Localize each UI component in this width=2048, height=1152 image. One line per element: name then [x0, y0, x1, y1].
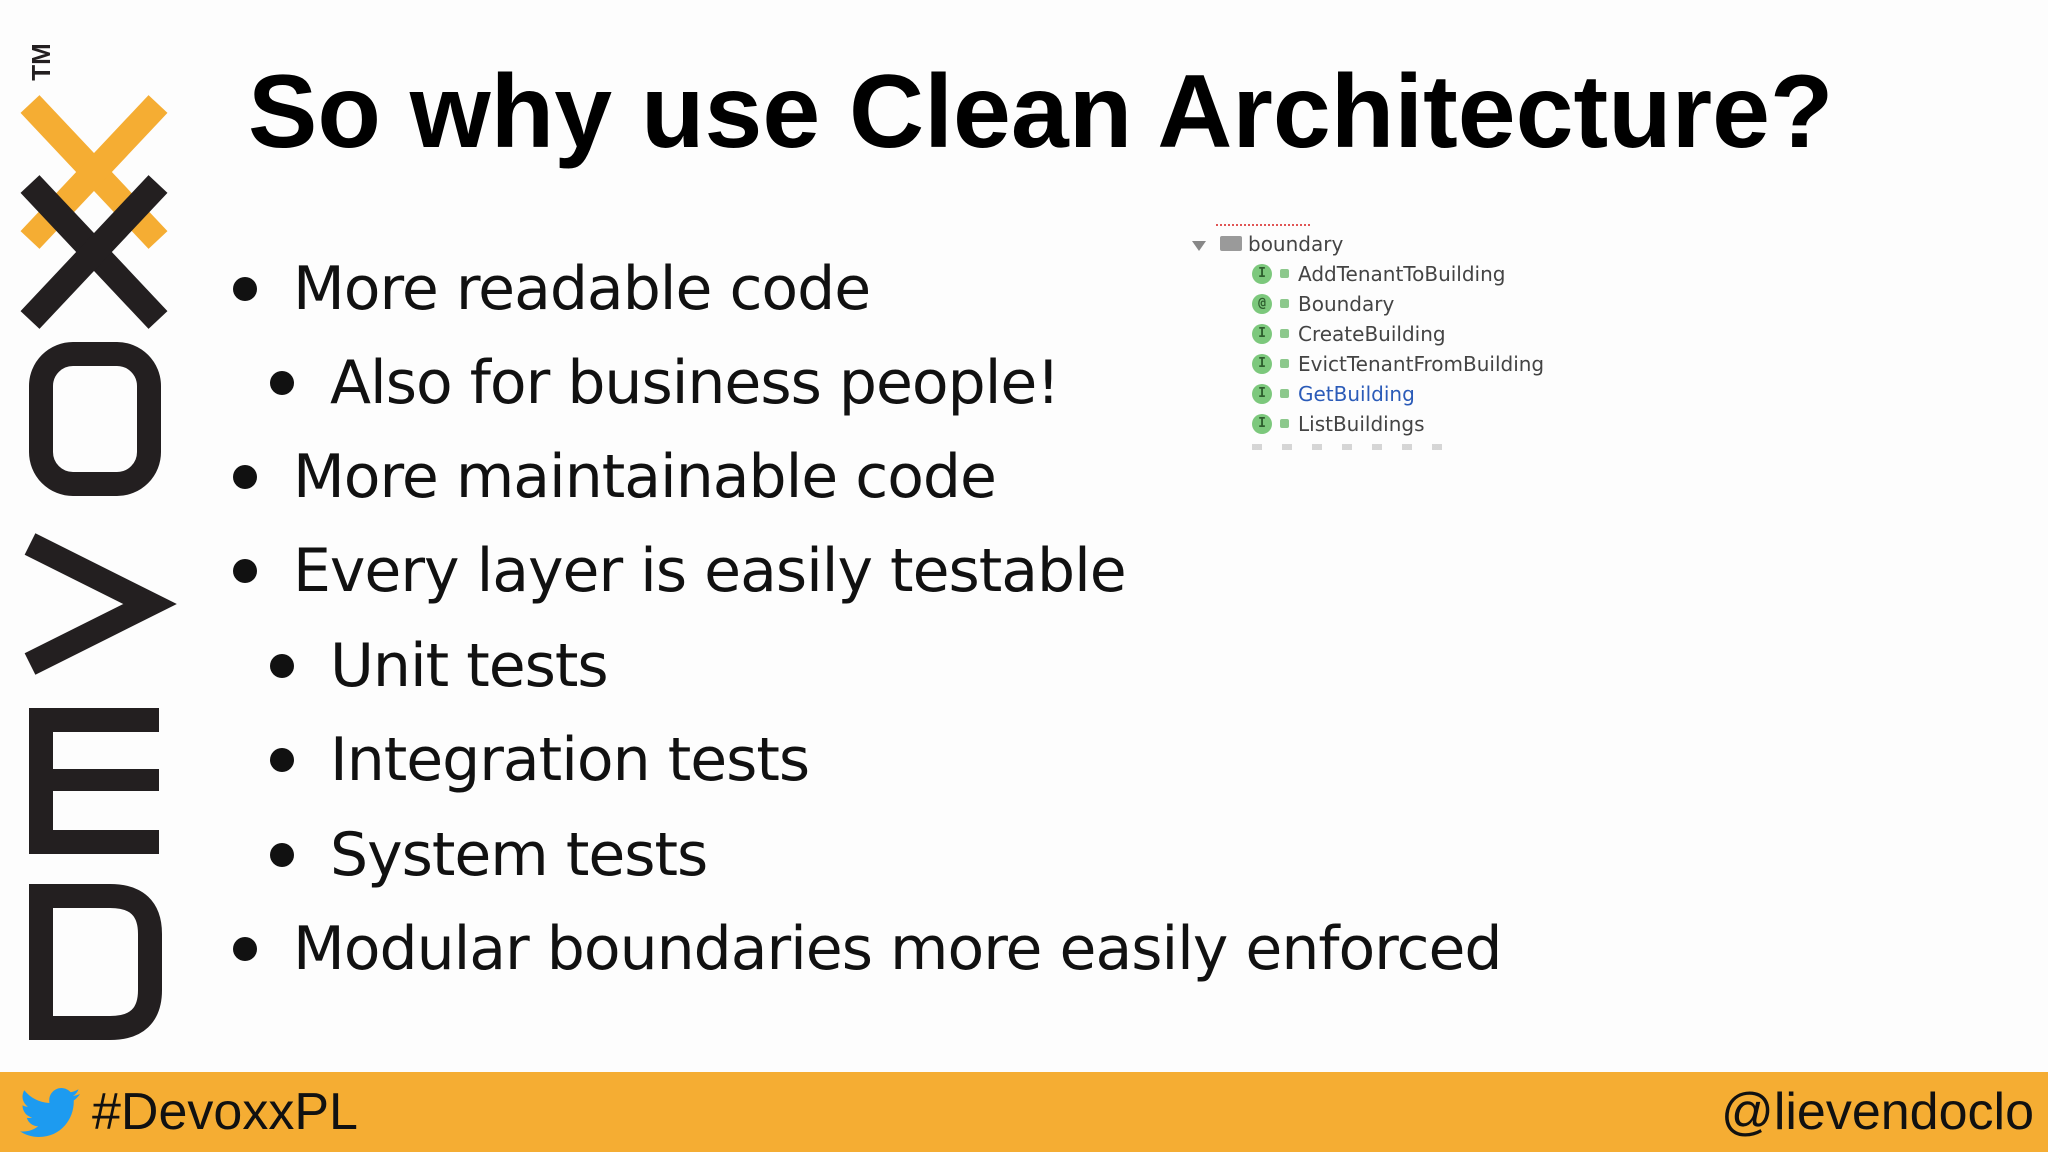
footer-bar: #DevoxxPL @lievendoclo	[0, 1072, 2048, 1152]
expand-triangle-icon	[1192, 241, 1206, 251]
tree-item-label: EvictTenantFromBuilding	[1298, 352, 1545, 376]
logo-letter-e	[29, 708, 159, 854]
bullet-dot-icon	[233, 937, 257, 961]
access-modifier-icon	[1280, 299, 1289, 308]
twitter-bird-icon	[20, 1088, 80, 1137]
access-modifier-icon	[1280, 419, 1289, 428]
bullet-text: Also for business people!	[330, 348, 1060, 418]
tree-item-label: CreateBuilding	[1298, 322, 1446, 346]
tree-item-label: AddTenantToBuilding	[1298, 262, 1506, 286]
logo-letter-d	[29, 884, 162, 1040]
devoxx-logo: TM	[0, 0, 190, 1072]
interface-badge-icon: I	[1252, 324, 1272, 344]
access-modifier-icon	[1280, 359, 1289, 368]
interface-badge-icon: I	[1252, 264, 1272, 284]
access-modifier-icon	[1280, 269, 1289, 278]
interface-badge-icon: I	[1252, 414, 1272, 434]
bullet-text: More maintainable code	[293, 442, 997, 512]
trademark-text: TM	[26, 43, 56, 81]
folder-icon	[1220, 236, 1242, 251]
tree-item-label: ListBuildings	[1298, 412, 1425, 436]
bullet-text: More readable code	[293, 254, 871, 324]
bullet-dot-icon	[270, 748, 294, 772]
logo-xx-mark	[20, 95, 168, 329]
tree-item-label: GetBuilding	[1298, 382, 1415, 406]
bullet-text: Unit tests	[330, 631, 609, 701]
speaker-handle: @lievendoclo	[1721, 1083, 2034, 1141]
tree-item-label: Boundary	[1298, 292, 1395, 316]
event-hashtag: #DevoxxPL	[92, 1083, 358, 1141]
tree-divider	[1216, 224, 1310, 226]
bullet-text: Integration tests	[330, 725, 810, 795]
tree-cutoff-row	[1252, 444, 1452, 450]
logo-letter-v	[24, 533, 177, 675]
bullet-dot-icon	[270, 371, 294, 395]
bullet-text: System tests	[330, 820, 708, 890]
bullet-dot-icon	[233, 465, 257, 489]
bullet-dot-icon	[233, 277, 257, 301]
bullet-dot-icon	[270, 843, 294, 867]
access-modifier-icon	[1280, 329, 1289, 338]
annotation-badge-icon: @	[1252, 294, 1272, 314]
logo-letter-o	[29, 342, 161, 496]
interface-badge-icon: I	[1252, 384, 1272, 404]
bullet-text: Modular boundaries more easily enforced	[293, 914, 1503, 984]
folder-label: boundary	[1248, 232, 1344, 256]
project-tree-screenshot: boundary I AddTenantToBuilding @ Boundar…	[1180, 220, 1600, 450]
bullet-list: More readable code Also for business peo…	[233, 254, 1503, 984]
access-modifier-icon	[1280, 389, 1289, 398]
bullet-dot-icon	[233, 559, 257, 583]
interface-badge-icon: I	[1252, 354, 1272, 374]
bullet-text: Every layer is easily testable	[293, 536, 1127, 606]
bullet-dot-icon	[270, 654, 294, 678]
slide-title: So why use Clean Architecture?	[248, 54, 1834, 170]
